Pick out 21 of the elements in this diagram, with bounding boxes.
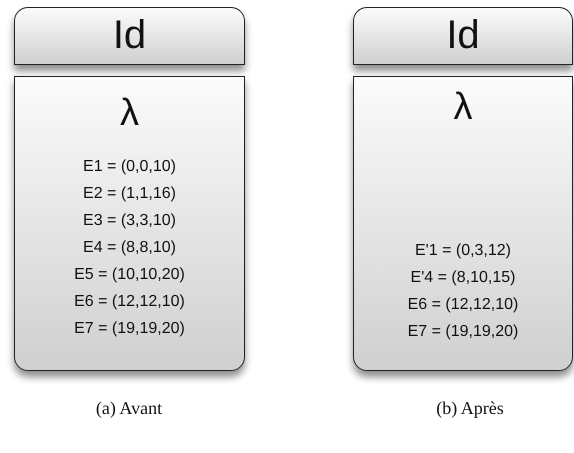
attribute-box [353,76,573,371]
subfigure-caption: (b) Après [436,398,504,419]
tuple-text: E1 = (0,0,10) [82,157,177,177]
header-title: Id [112,12,148,59]
tuple-text: E'1 = (0,3,12) [414,241,512,261]
tuple-text: E5 = (10,10,20) [73,265,186,285]
tuple-text: E7 = (19,19,20) [73,319,186,339]
tuple-text: E4 = (8,8,10) [82,238,177,258]
tuple-text: E'4 = (8,10,15) [410,268,516,288]
tuple-text: E6 = (12,12,10) [406,295,520,315]
subfigure-caption: (a) Avant [96,398,162,419]
header-box [353,7,573,65]
tuple-text: E3 = (3,3,10) [82,211,177,231]
header-box [14,7,245,65]
tuple-text: E6 = (12,12,10) [73,292,186,312]
lambda-symbol: λ [119,91,140,135]
lambda-symbol: λ [452,85,474,129]
header-title: Id [445,12,481,59]
tuple-text: E2 = (1,1,16) [82,184,177,204]
tuple-text: E7 = (19,19,20) [406,322,520,342]
attribute-box [14,76,245,371]
